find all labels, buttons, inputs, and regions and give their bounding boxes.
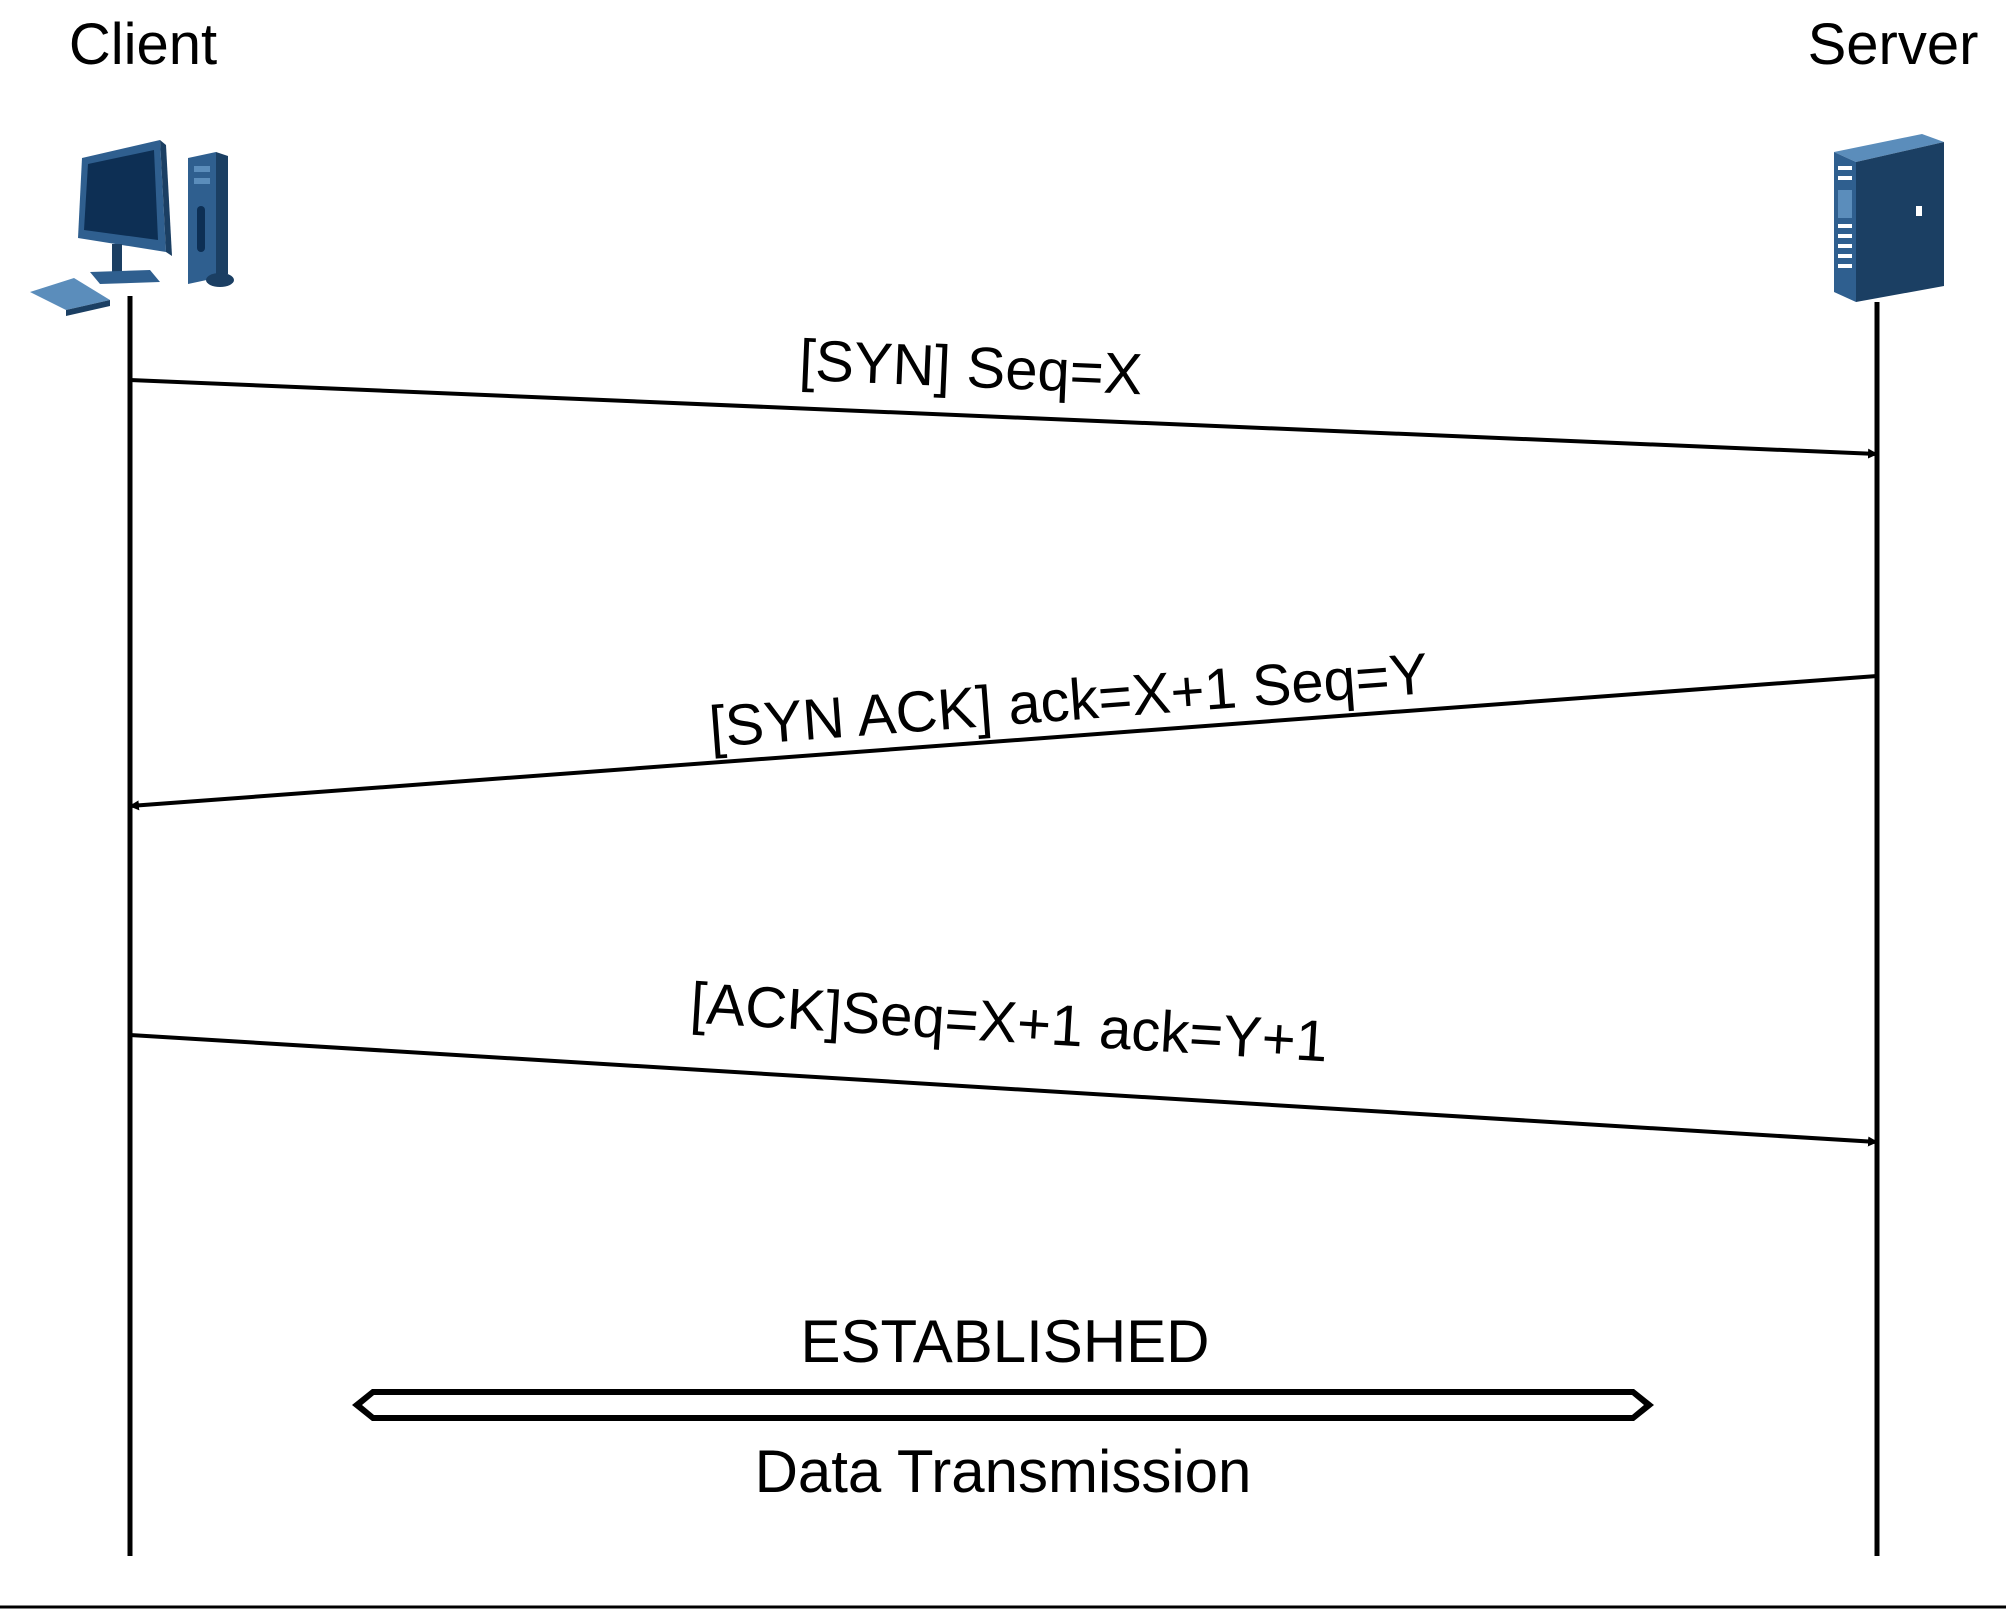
syn-label: [SYN] Seq=X: [798, 328, 1144, 407]
data-transmission-double-arrow: [352, 1389, 1654, 1421]
data-transmission-label: Data Transmission: [755, 1438, 1252, 1505]
tower-server-icon: [1834, 134, 1944, 302]
desktop-computer-icon: [30, 140, 234, 316]
syn-arrow: [129, 378, 1878, 459]
client-label: Client: [69, 12, 217, 77]
ack-label: [ACK]Seq=X+1 ack=Y+1: [689, 971, 1330, 1075]
syn-ack-arrow: [129, 674, 1878, 811]
server-label: Server: [1808, 12, 1979, 77]
ack-arrow: [129, 1033, 1878, 1147]
syn-ack-label: [SYN ACK] ack=X+1 Seq=Y: [707, 641, 1430, 760]
established-label: ESTABLISHED: [800, 1308, 1209, 1375]
